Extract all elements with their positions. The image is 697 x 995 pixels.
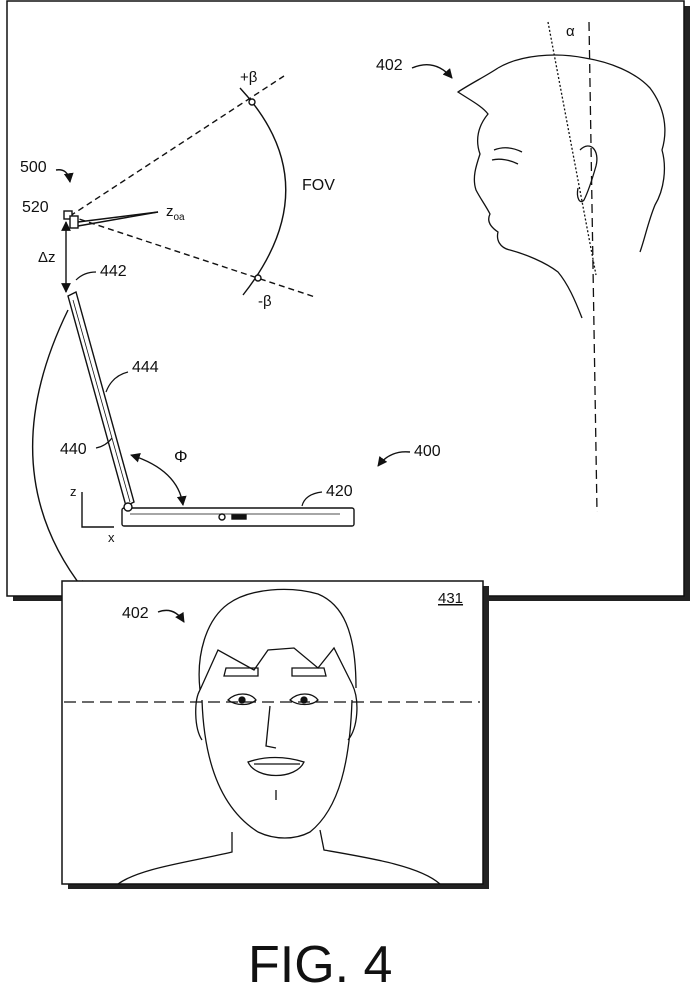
plus-beta-point [248, 98, 256, 106]
camera-assembly-label: 500 [20, 159, 47, 176]
fov-upper-ray [69, 75, 285, 217]
display-leader [95, 437, 113, 449]
screen-panel [61, 580, 489, 889]
system-label: 400 [414, 443, 441, 460]
axes [81, 492, 114, 528]
fov-lower-ray [69, 215, 316, 298]
hinge [123, 502, 133, 512]
z-oa-subscript: oa [174, 212, 186, 223]
base-leader [301, 491, 323, 507]
camera-label: 520 [22, 199, 49, 216]
head-front-leader [157, 609, 185, 623]
axis-x-label: x [108, 530, 115, 545]
fov-geometry [69, 75, 316, 298]
system-leader [377, 451, 411, 467]
vertical-reference [588, 21, 598, 513]
figure-caption: FIG. 4 [248, 936, 392, 994]
camera-assembly-leader [55, 169, 74, 183]
laptop [67, 290, 355, 528]
front-face [117, 588, 441, 885]
fov-arc [239, 87, 287, 296]
side-head-profile [456, 21, 666, 319]
delta-z-label: Δz [38, 249, 56, 266]
screen-label: 431 [438, 590, 463, 607]
head-front-ref-label: 402 [122, 605, 149, 622]
phi-arc [130, 453, 187, 506]
alpha-label: α [566, 23, 575, 40]
base-label: 420 [326, 483, 353, 500]
fov-label: FOV [302, 177, 335, 194]
lid-top-label: 442 [100, 263, 127, 280]
plus-beta-label: +β [240, 69, 258, 86]
z-oa-label: zoa [166, 203, 185, 223]
head-side-ref-label: 402 [376, 57, 403, 74]
lid-leader [105, 371, 129, 393]
connector-arrow [31, 309, 85, 591]
head-side-leader [411, 64, 453, 79]
minus-beta-label: -β [258, 293, 272, 310]
lid-top-leader [75, 271, 97, 281]
alpha-line-dotted [547, 21, 597, 276]
axis-z-label: z [70, 484, 77, 499]
camera [61, 210, 79, 293]
phi-label: Φ [174, 447, 188, 466]
minus-beta-point [254, 274, 262, 282]
z-oa-leader-2 [77, 211, 159, 227]
display-label: 440 [60, 441, 87, 458]
lid-label: 444 [132, 359, 159, 376]
